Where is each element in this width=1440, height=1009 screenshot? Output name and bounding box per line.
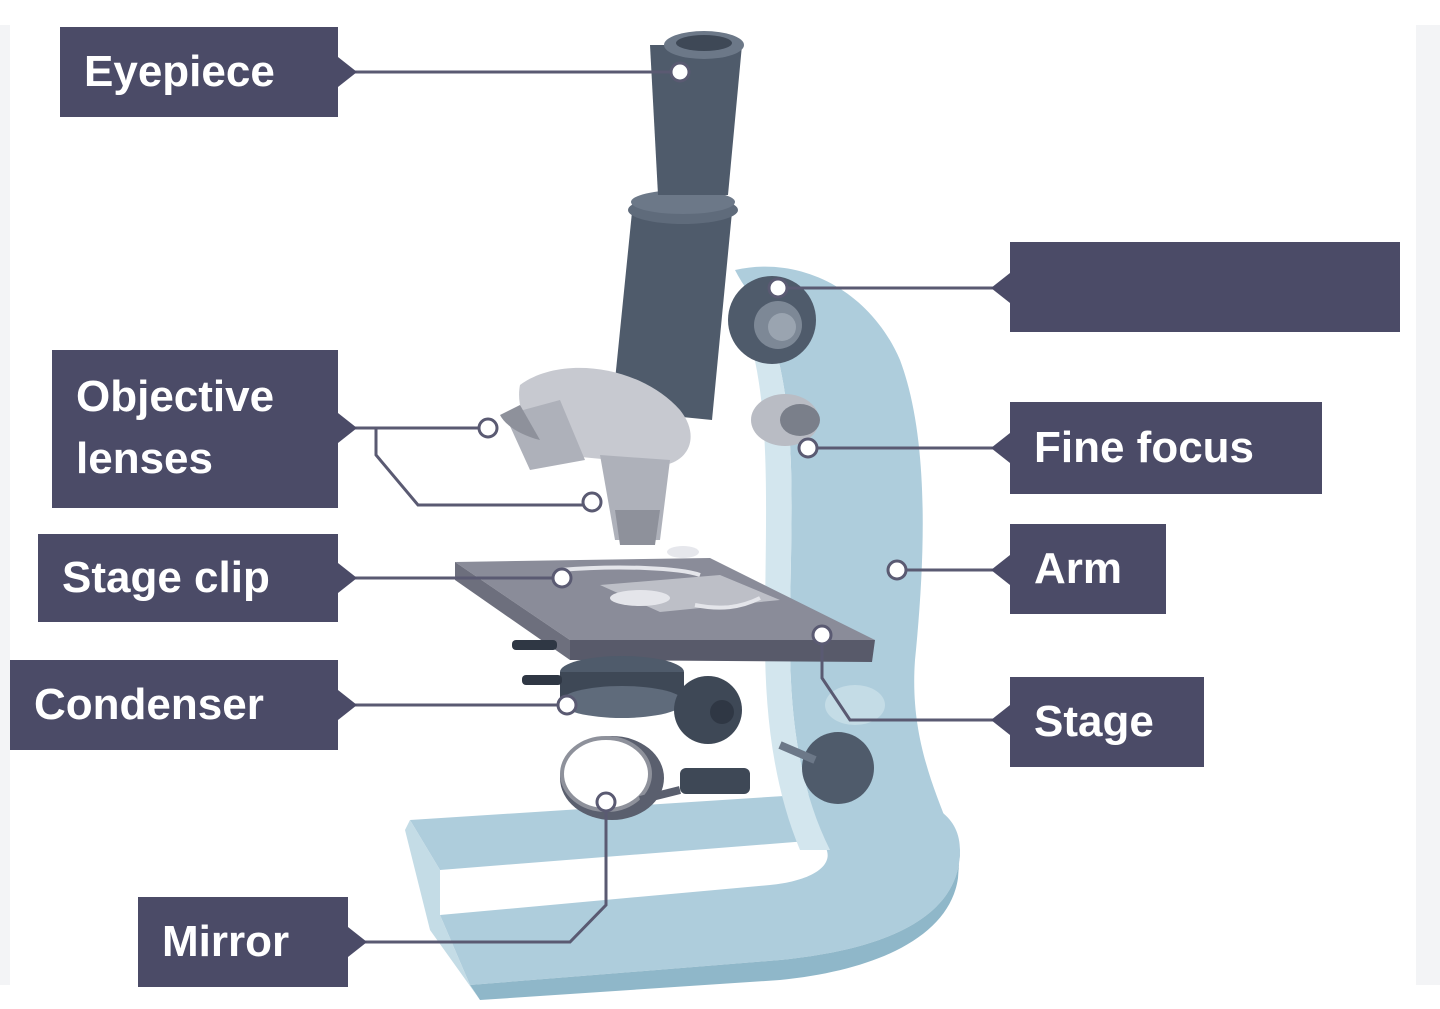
fine-focus-knob (751, 394, 820, 446)
label-condenser: Condenser (10, 660, 338, 750)
left-edge-panel (0, 25, 10, 985)
right-edge-panel (1416, 25, 1440, 985)
condenser-dot (556, 694, 578, 716)
label-coarse-focus-text: Coarse focus (1082, 352, 1374, 401)
label-stage-clip: Stage clip (38, 534, 338, 622)
coarse-focus-knob (728, 276, 816, 364)
stage-leader (820, 635, 1000, 722)
label-arm: Arm (1010, 524, 1166, 614)
label-eyepiece-text: Eyepiece (84, 47, 275, 96)
fine-focus-dot (797, 437, 819, 459)
label-mirror: Mirror (138, 897, 348, 987)
eyepiece-dot (669, 61, 691, 83)
objective-dot-lower (581, 491, 603, 513)
coarse-focus-dot (767, 277, 789, 299)
nosepiece (500, 367, 691, 545)
leader-lines (350, 70, 1000, 944)
condenser-assembly (512, 640, 885, 804)
objective-leader-lower (374, 428, 592, 507)
label-fine-focus: Fine focus (1010, 402, 1322, 494)
objective-dot-upper (477, 417, 499, 439)
mirror-dot (595, 791, 617, 813)
label-fine-focus-text: Fine focus (1034, 423, 1255, 472)
label-condenser-text: Condenser (34, 680, 264, 729)
label-eyepiece: Eyepiece (60, 27, 338, 117)
label-pointers (338, 57, 1010, 957)
label-objective-line2: lenses (76, 434, 213, 483)
anchor-dots (477, 61, 908, 813)
mirror-assembly (560, 736, 750, 820)
arm-dot (886, 559, 908, 581)
label-stage: Stage (1010, 677, 1204, 767)
label-objective-line1: Objective (76, 372, 275, 421)
body-tube (612, 31, 744, 420)
label-mirror-text: Mirror (162, 917, 290, 966)
label-stage-text: Stage (1034, 697, 1154, 746)
label-objective-lenses: Objective lenses (52, 350, 338, 508)
label-stage-clip-text: Stage clip (62, 553, 270, 602)
stage-dot (811, 624, 833, 646)
microscope-stage (455, 546, 875, 662)
label-coarse-focus: Coarse focus (1010, 242, 1400, 401)
label-arm-text: Arm (1034, 544, 1123, 593)
mirror-leader (360, 802, 608, 944)
stage-clip-dot (551, 567, 573, 589)
